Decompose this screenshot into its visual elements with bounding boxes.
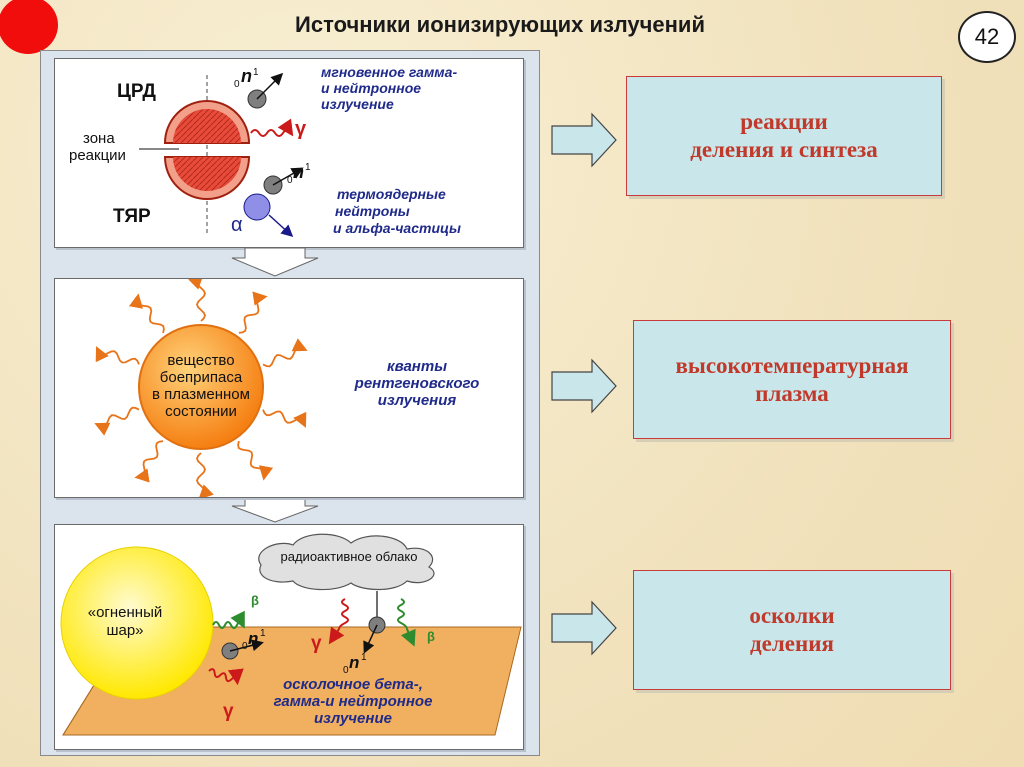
neutron-sup-ground: 1	[361, 652, 367, 663]
beta-wave-fireball	[212, 610, 245, 629]
fission-fusion-diagram: ЦРД ТЯР зона реакции 0 n 1 γ 0 n 1 α мгн…	[69, 64, 461, 238]
thermo-line3: и альфа-частицы	[333, 220, 461, 236]
alpha-particle	[243, 193, 271, 221]
prompt-radiation-line2: и нейтронное	[321, 80, 421, 96]
result-box-plasma: высокотемпературная плазма	[633, 320, 951, 439]
result-box-2-line1: высокотемпературная	[675, 352, 909, 378]
right-arrow-3	[551, 600, 617, 656]
xray-ray-3	[262, 409, 307, 428]
gamma-wave-ground	[328, 598, 349, 645]
radioactive-cloud	[258, 533, 435, 591]
xray-ray-9	[128, 293, 165, 334]
xray-ray-7	[94, 406, 140, 436]
neutron-sup-mid: 1	[305, 162, 311, 173]
result-box-fragments: осколки деления	[633, 570, 951, 690]
plasma-line3: в плазменном	[152, 386, 250, 403]
ground-edge	[62, 676, 100, 736]
alpha-symbol: α	[231, 214, 243, 236]
fallout-line1: осколочное бета-,	[283, 676, 423, 693]
prompt-radiation-line3: излучение	[321, 96, 394, 112]
result-box-3-line2: деления	[750, 631, 834, 656]
zone-label-line1: зона	[83, 130, 115, 147]
gamma-symbol-ground: γ	[311, 633, 322, 654]
neutron-arrow-ground	[363, 624, 378, 654]
cloud-label: радиоактивное облако	[281, 549, 418, 564]
result-box-3-line1: осколки	[749, 603, 835, 628]
fireball	[60, 546, 214, 700]
neutron-sub-ground: 0	[343, 665, 349, 676]
neutron-symbol-mid: n	[293, 162, 304, 182]
plasma-ball	[138, 324, 264, 450]
result-box-1-line2: деления и синтеза	[690, 137, 878, 162]
xray-ray-8	[95, 346, 140, 365]
neutron-arrow-fireball	[229, 639, 264, 652]
neutron-sup-fireball: 1	[260, 628, 266, 639]
neutron-symbol-fireball: n	[248, 629, 258, 648]
tyar-core	[173, 157, 241, 191]
plasma-diagram: вещество боеприпаса в плазменном состоян…	[94, 274, 480, 500]
beta-symbol-ground: β	[427, 629, 435, 644]
prompt-radiation-line1: мгновенное гамма-	[321, 64, 457, 80]
right-arrow-1	[551, 112, 617, 168]
panel-fallout: радиоактивное облако «огненный шар» β 0 …	[54, 524, 524, 750]
result-box-2-line2: плазма	[755, 380, 829, 406]
fallout-line3: излучение	[314, 710, 392, 727]
beta-wave-ground	[397, 598, 416, 647]
fallout-diagram: радиоактивное облако «огненный шар» β 0 …	[60, 533, 522, 736]
gamma-wave-fireball	[208, 668, 244, 686]
alpha-arrow	[268, 214, 294, 238]
xray-line3: излучения	[378, 392, 457, 409]
beta-symbol-fireball: β	[251, 593, 259, 608]
zone-label-line2: реакции	[69, 147, 126, 164]
gamma-symbol-top: γ	[295, 118, 307, 140]
thermo-line2: нейтроны	[335, 203, 410, 219]
neutron-sub-top: 0	[234, 79, 240, 90]
xray-rays	[94, 274, 308, 500]
neutron-arrow-top	[256, 72, 284, 100]
red-circle-marker	[0, 0, 58, 54]
page-number-badge: 42	[958, 11, 1016, 63]
xray-ray-0	[188, 274, 206, 322]
xray-line2: рентгеновского	[354, 375, 480, 392]
xray-ray-2	[262, 338, 308, 368]
gamma-symbol-fireball: γ	[223, 701, 234, 722]
panel-fission-fusion: ЦРД ТЯР зона реакции 0 n 1 γ 0 n 1 α мгн…	[54, 58, 524, 248]
result-box-fission-fusion: реакции деления и синтеза	[626, 76, 942, 196]
down-arrow-2	[231, 496, 319, 523]
xray-ray-5	[196, 452, 214, 500]
neutron-symbol-ground: n	[349, 653, 359, 672]
right-arrow-2	[551, 358, 617, 414]
gamma-wave-top	[250, 118, 294, 137]
tyar-label: ТЯР	[113, 206, 151, 227]
neutron-symbol-top: n	[241, 66, 252, 86]
xray-line1: кванты	[387, 358, 447, 375]
fireball-line2: шар»	[106, 622, 143, 639]
crd-core	[173, 109, 241, 143]
fallout-line2: гамма-и нейтронное	[274, 693, 433, 710]
thermo-line1: термоядерные	[337, 186, 446, 202]
plasma-line1: вещество	[167, 352, 234, 369]
xray-ray-1	[238, 291, 268, 334]
crd-label: ЦРД	[117, 81, 156, 102]
neutron-sup-top: 1	[253, 67, 259, 78]
plasma-line2: боеприпаса	[160, 369, 243, 386]
down-arrow-1	[231, 248, 319, 277]
neutron-sub-fireball: 0	[242, 641, 248, 652]
fireball-line1: «огненный	[88, 604, 163, 621]
xray-ray-6	[134, 440, 164, 483]
xray-ray-4	[237, 440, 274, 481]
slide-title: Источники ионизирующих излучений	[295, 12, 705, 37]
panel-plasma: вещество боеприпаса в плазменном состоян…	[54, 274, 524, 500]
neutron-sub-mid: 0	[287, 175, 293, 186]
neutron-arrow-mid	[272, 167, 304, 186]
result-box-1-line1: реакции	[740, 109, 828, 134]
plasma-line4: состоянии	[165, 403, 237, 420]
